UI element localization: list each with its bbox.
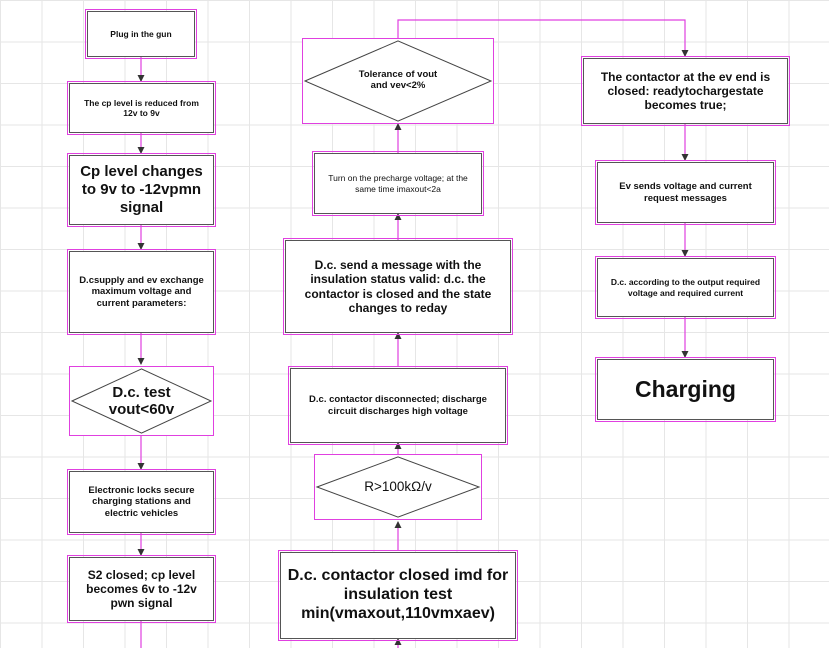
node-charging[interactable]: Charging — [595, 357, 776, 422]
node-ev-sends[interactable]: Ev sends voltage and current request mes… — [595, 160, 776, 225]
decision-resistance[interactable]: R>100kΩ/v — [314, 454, 482, 520]
decision-resistance-label: R>100kΩ/v — [364, 479, 432, 495]
connector-tolerance-to-ev-contactor — [397, 19, 689, 57]
decision-dc-test[interactable]: D.c. test vout<60v — [69, 366, 214, 436]
decision-resistance-diamond — [315, 456, 481, 518]
node-dc-exchange[interactable]: D.csupply and ev exchange maximum voltag… — [67, 249, 216, 335]
decision-tolerance-diamond — [303, 40, 493, 122]
node-cp-changes-label: Cp level changes to 9v to -12vpmn signal — [80, 163, 203, 216]
node-ev-contactor[interactable]: The contactor at the ev end is closed: r… — [581, 56, 790, 126]
node-cp-changes[interactable]: Cp level changes to 9v to -12vpmn signal — [67, 153, 216, 227]
node-plug-in[interactable]: Plug in the gun — [85, 9, 197, 59]
decision-tolerance[interactable]: Tolerance of vout and vev<2% — [302, 38, 494, 124]
node-s2-closed-label: S2 closed; cp level becomes 6v to -12v p… — [86, 567, 197, 611]
decision-tolerance-label: Tolerance of vout and vev<2% — [358, 69, 438, 91]
node-disconnected[interactable]: D.c. contactor disconnected; discharge c… — [288, 366, 508, 445]
node-locks[interactable]: Electronic locks secure charging station… — [67, 469, 216, 535]
node-charging-label: Charging — [635, 375, 736, 402]
node-insulation-valid-label: D.c. send a message with the insulation … — [304, 258, 492, 315]
node-plug-in-label: Plug in the gun — [110, 28, 172, 39]
node-ev-contactor-label: The contactor at the ev end is closed: r… — [600, 69, 771, 113]
node-locks-label: Electronic locks secure charging station… — [88, 485, 195, 519]
node-s2-closed[interactable]: S2 closed; cp level becomes 6v to -12v p… — [67, 555, 216, 623]
decision-dc-test-label: D.c. test vout<60v — [108, 383, 175, 418]
node-imd-test-label: D.c. contactor closed imd for insulation… — [287, 567, 509, 622]
node-dc-exchange-label: D.csupply and ev exchange maximum voltag… — [79, 275, 204, 309]
node-cp-reduced-label: The cp level is reduced from 12v to 9v — [84, 97, 199, 118]
node-precharge-label: Turn on the precharge voltage; at the sa… — [328, 173, 468, 194]
node-cp-reduced[interactable]: The cp level is reduced from 12v to 9v — [67, 81, 216, 135]
node-precharge[interactable]: Turn on the precharge voltage; at the sa… — [312, 151, 484, 216]
node-imd-test[interactable]: D.c. contactor closed imd for insulation… — [278, 550, 518, 641]
node-disconnected-label: D.c. contactor disconnected; discharge c… — [309, 394, 487, 417]
node-ev-sends-label: Ev sends voltage and current request mes… — [619, 181, 752, 204]
node-dc-output-label: D.c. according to the output required vo… — [610, 277, 761, 298]
decision-dc-test-diamond — [70, 368, 213, 434]
node-dc-output[interactable]: D.c. according to the output required vo… — [595, 256, 776, 319]
node-insulation-valid[interactable]: D.c. send a message with the insulation … — [283, 238, 513, 335]
